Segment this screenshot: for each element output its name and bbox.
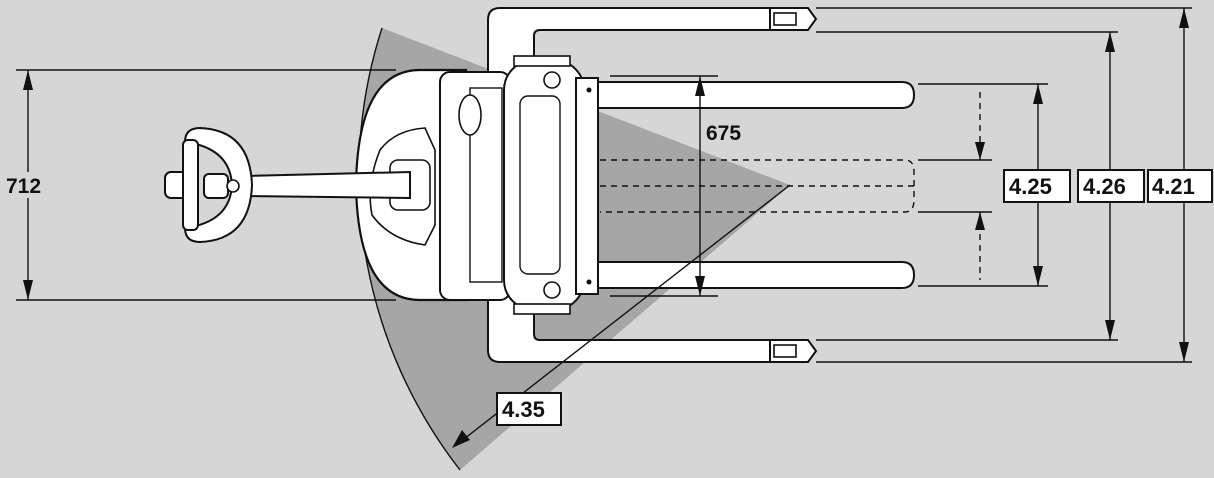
- mast-frame: [503, 59, 585, 311]
- carriage-bolt-bottom: [586, 279, 592, 285]
- dim-675-arrow-top: [695, 76, 705, 96]
- tiller-handle-bar: [182, 139, 199, 231]
- dim-425-arrow-top: [1033, 84, 1043, 104]
- label-box-425: [1003, 169, 1071, 203]
- battery-cap: [458, 94, 482, 136]
- dim-421-arrow-bottom: [1179, 342, 1189, 362]
- dim-675-arrow-bottom: [695, 276, 705, 296]
- label-box-426: [1077, 169, 1145, 203]
- turning-radius-arrow: [452, 430, 470, 448]
- label-box-435: [496, 392, 562, 426]
- castor-top: [543, 71, 561, 89]
- fork-tip-top-roller: [773, 12, 797, 26]
- label-box-421: [1147, 169, 1213, 203]
- load-wheel-top: [513, 55, 571, 67]
- dim-712-arrow-bottom: [23, 280, 33, 300]
- dim-712-arrow-top: [23, 70, 33, 90]
- mast-inner: [519, 95, 561, 275]
- outer-fork-frame: [487, 7, 771, 363]
- label-435: 4.35: [502, 397, 545, 422]
- label-425: 4.25: [1009, 174, 1052, 199]
- carriage-bolt-top: [586, 87, 592, 93]
- label-421: 4.21: [1152, 174, 1195, 199]
- dim-426-arrow-top: [1105, 32, 1115, 52]
- tiller-pivot: [226, 179, 240, 193]
- dim-hidden-arrow-bottom: [975, 212, 985, 230]
- dim-hidden-arrow-top: [975, 142, 985, 160]
- tiller-arm: [244, 170, 411, 200]
- dim-712-label-bg: [4, 172, 48, 198]
- dim-425-arrow-bottom: [1033, 266, 1043, 286]
- label-426: 4.26: [1083, 174, 1126, 199]
- chassis-inner: [469, 87, 503, 283]
- fork-carriage: [575, 77, 599, 295]
- fork-tip-bottom-roller: [773, 344, 797, 358]
- dim-712-label: 712: [6, 175, 41, 198]
- dim-675-label: 675: [706, 122, 741, 145]
- tiller-joint: [203, 173, 229, 199]
- castor-bottom: [543, 281, 561, 299]
- dim-426-arrow-bottom: [1105, 320, 1115, 340]
- inner-fork-top: [589, 81, 916, 109]
- load-wheel-bottom: [513, 303, 571, 315]
- hidden-fork-outline: [600, 159, 915, 213]
- dim-421-arrow-top: [1179, 8, 1189, 28]
- inner-fork-bottom: [589, 261, 916, 289]
